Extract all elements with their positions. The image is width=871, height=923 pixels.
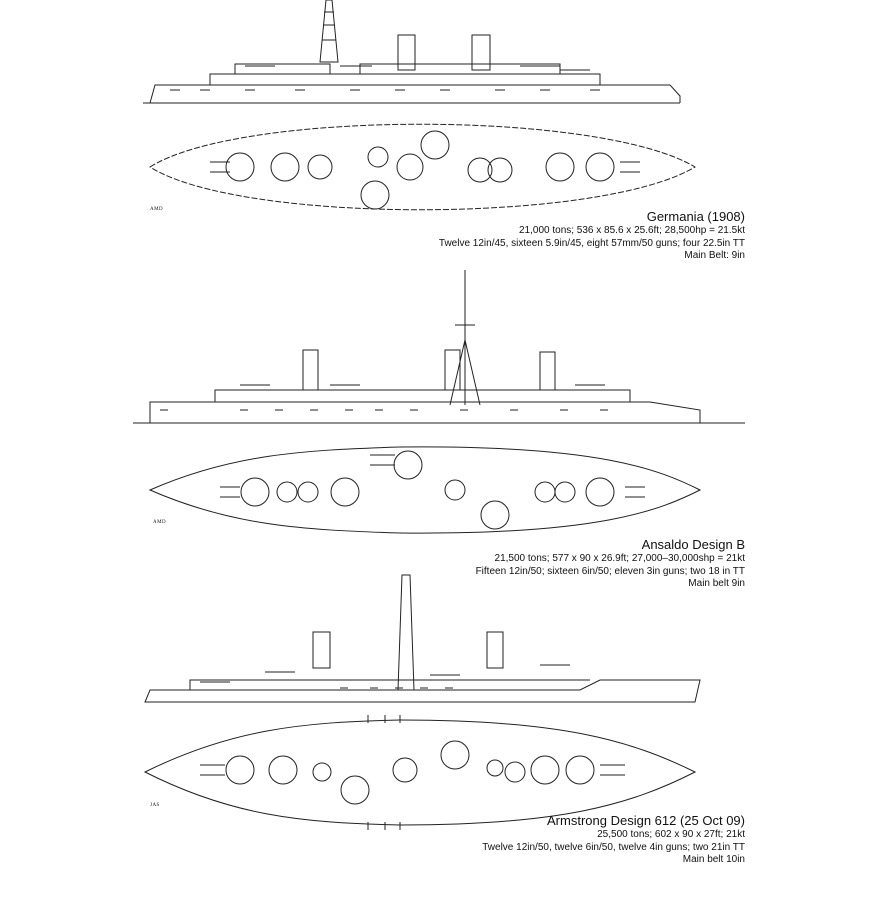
ship-armor: Main belt 9in <box>688 578 745 589</box>
ship-specs: 21,000 tons; 536 x 85.6 x 25.6ft; 28,500… <box>518 225 745 236</box>
ship-armament: Twelve 12in/45, sixteen 5.9in/45, eight … <box>438 237 745 249</box>
ship-name: Germania (1908) <box>646 209 745 224</box>
ansaldo-plan <box>148 446 702 534</box>
ship-armament: Fifteen 12in/50; sixteen 6in/50; eleven … <box>475 565 745 577</box>
credit-2: AMD <box>153 520 167 525</box>
ship-specs: 21,500 tons; 577 x 90 x 26.9ft; 27,000–3… <box>494 553 745 564</box>
caption-armstrong: Armstrong Design 612 (25 Oct 09) 25,500 … <box>482 813 745 867</box>
caption-ansaldo: Ansaldo Design B 21,500 tons; 577 x 90 x… <box>476 537 745 591</box>
germania-plan <box>149 123 696 211</box>
credit-1: AMD <box>150 207 164 212</box>
ship-armor: Main belt 10in <box>682 854 745 865</box>
ship-name: Ansaldo Design B <box>641 537 745 552</box>
ship-armament: Twelve 12in/50, twelve 6in/50, twelve 4i… <box>482 841 745 853</box>
armstrong-plan <box>143 715 697 830</box>
ship-name: Armstrong Design 612 (25 Oct 09) <box>547 813 745 828</box>
ship-armor: Main Belt: 9in <box>684 250 745 261</box>
ansaldo-profile <box>133 270 745 424</box>
credit-3: JAS <box>150 803 160 808</box>
germania-profile <box>143 0 681 104</box>
ship-specs: 25,500 tons; 602 x 90 x 27ft; 21kt <box>597 829 745 840</box>
armstrong-profile <box>144 574 701 703</box>
caption-germania: Germania (1908) 21,000 tons; 536 x 85.6 … <box>439 209 745 263</box>
